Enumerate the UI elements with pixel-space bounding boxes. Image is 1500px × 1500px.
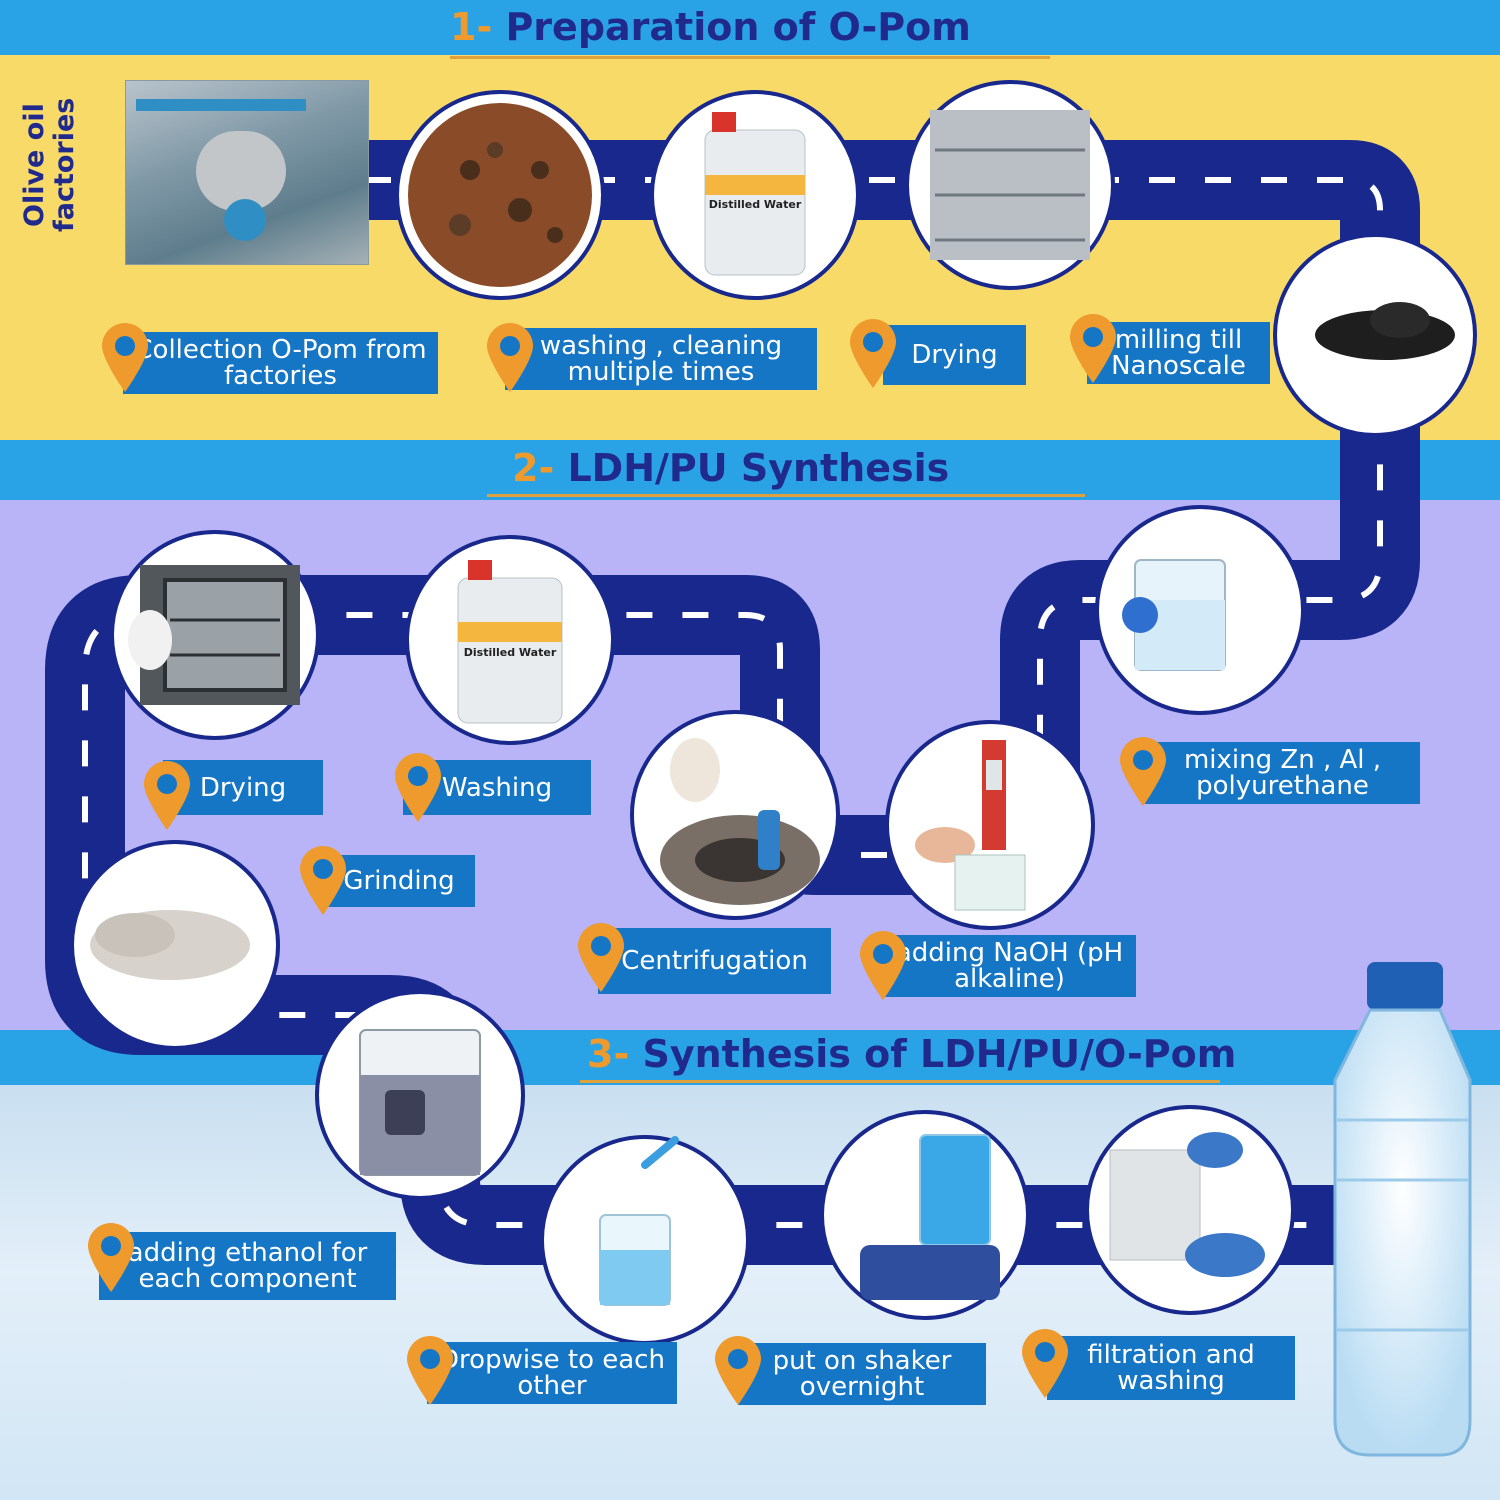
step-shaker-label: put on shaker overnight bbox=[738, 1343, 986, 1405]
nanoscale-powder-circle bbox=[1273, 233, 1477, 437]
factory-frame bbox=[136, 99, 306, 111]
step-washing-cleaning-label: washing , cleaning multiple times bbox=[505, 328, 817, 390]
location-pin-icon bbox=[487, 323, 533, 392]
step-drying-1-label: Drying bbox=[883, 325, 1026, 385]
shaker-circle bbox=[820, 1110, 1030, 1320]
section-1-header bbox=[0, 0, 1500, 55]
section-3-title-text: Synthesis of LDH/PU/O-Pom bbox=[642, 1032, 1237, 1076]
ground-powder-circle bbox=[70, 840, 280, 1050]
drying-oven-circle-2 bbox=[110, 530, 320, 740]
ethanol-beaker-circle bbox=[315, 990, 525, 1200]
section-1-title: 1- Preparation of O-Pom bbox=[450, 5, 971, 49]
step-drying-2-label: Drying bbox=[163, 760, 323, 815]
olive-pomace-circle bbox=[395, 90, 605, 300]
section-3-underline bbox=[580, 1080, 1220, 1083]
section-2-underline bbox=[487, 494, 1085, 497]
centrifuge-circle bbox=[630, 710, 840, 920]
naoh-ph-meter-circle bbox=[885, 720, 1095, 930]
section-2-header bbox=[0, 440, 1500, 500]
step-dropwise-label: Dropwise to each other bbox=[427, 1342, 677, 1404]
location-pin-icon bbox=[1070, 314, 1116, 383]
factory-tank bbox=[196, 131, 286, 211]
water-bottle-illustration bbox=[1333, 962, 1472, 1457]
section-2-number: 2- bbox=[512, 446, 555, 490]
filtration-circle bbox=[1085, 1105, 1295, 1315]
location-pin-icon bbox=[144, 761, 190, 830]
mixing-beaker-circle bbox=[1095, 505, 1305, 715]
section-3-number: 3- bbox=[587, 1032, 630, 1076]
dropwise-beaker-circle bbox=[540, 1135, 750, 1345]
location-pin-icon bbox=[88, 1223, 134, 1292]
section-2-title: 2- LDH/PU Synthesis bbox=[512, 446, 949, 490]
location-pin-icon bbox=[578, 923, 624, 992]
section-3-title: 3- Synthesis of LDH/PU/O-Pom bbox=[587, 1032, 1236, 1076]
step-centrifugation-label: Centrifugation bbox=[598, 928, 831, 994]
step-washing-label: Washing bbox=[403, 760, 591, 815]
step-collection-label: Collection O-Pom from factories bbox=[123, 332, 438, 394]
section-1-underline bbox=[450, 56, 1050, 59]
step-filtration-label: filtration and washing bbox=[1047, 1336, 1295, 1400]
step-mixing-label: mixing Zn , Al , polyurethane bbox=[1145, 742, 1420, 804]
section-1-title-text: Preparation of O-Pom bbox=[505, 5, 971, 49]
location-pin-icon bbox=[102, 323, 148, 392]
factory-motor bbox=[224, 199, 266, 241]
distilled-water-circle-2: Distilled Water bbox=[405, 535, 615, 745]
drying-oven-circle-1 bbox=[905, 80, 1115, 290]
olive-oil-factory-photo bbox=[125, 80, 369, 265]
location-pin-icon bbox=[860, 931, 906, 1000]
location-pin-icon bbox=[850, 319, 896, 388]
location-pin-icon bbox=[1022, 1329, 1068, 1398]
section-1-number: 1- bbox=[450, 5, 493, 49]
step-naoh-label: adding NaOH (pH alkaline) bbox=[883, 935, 1136, 997]
step-milling-label: milling till Nanoscale bbox=[1087, 322, 1270, 384]
bottle-1-text: Distilled Water bbox=[709, 198, 802, 211]
step-grinding-label: Grinding bbox=[323, 855, 475, 907]
location-pin-icon bbox=[300, 846, 346, 915]
distilled-water-circle-1: Distilled Water bbox=[650, 90, 860, 300]
section-2-title-text: LDH/PU Synthesis bbox=[567, 446, 950, 490]
bottle-2-text: Distilled Water bbox=[464, 646, 557, 659]
step-ethanol-label: adding ethanol for each component bbox=[99, 1232, 396, 1300]
location-pin-icon bbox=[395, 753, 441, 822]
location-pin-icon bbox=[1120, 737, 1166, 806]
location-pin-icon bbox=[407, 1336, 453, 1405]
location-pin-icon bbox=[715, 1336, 761, 1405]
